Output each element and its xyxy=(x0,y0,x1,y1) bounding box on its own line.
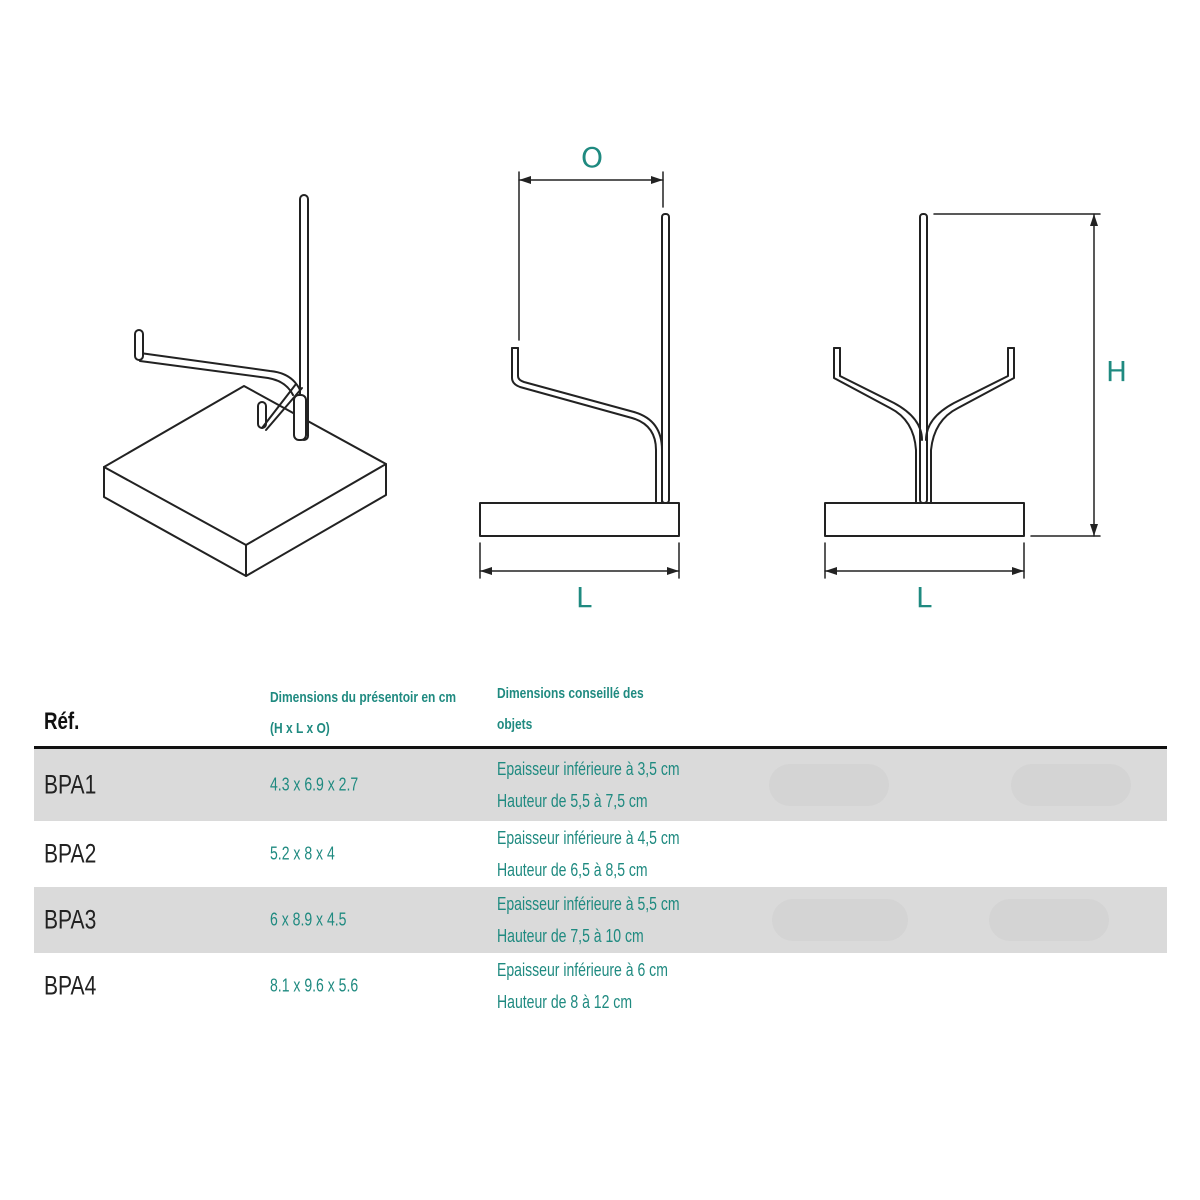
cell-ref: BPA1 xyxy=(44,769,97,800)
front-view xyxy=(824,213,1101,579)
cell-objects: Epaisseur inférieure à 3,5 cm Hauteur de… xyxy=(497,753,680,817)
cell-ref: BPA3 xyxy=(44,904,97,935)
dimensions-table: Réf. Dimensions du présentoir en cm (H x… xyxy=(34,672,1167,1019)
product-diagram: O L L H xyxy=(103,141,1128,614)
cell-objects: Epaisseur inférieure à 6 cm Hauteur de 8… xyxy=(497,954,668,1018)
cell-dimensions: 6 x 8.9 x 4.5 xyxy=(270,909,347,930)
cell-ref: BPA4 xyxy=(44,970,97,1001)
cell-height: Hauteur de 6,5 à 8,5 cm xyxy=(497,860,648,880)
blurred-region xyxy=(769,764,889,806)
side-view xyxy=(479,171,680,579)
cell-objects: Epaisseur inférieure à 4,5 cm Hauteur de… xyxy=(497,822,680,886)
technical-drawing xyxy=(103,171,1101,579)
cell-thickness: Epaisseur inférieure à 6 cm xyxy=(497,960,668,980)
header-ref: Réf. xyxy=(44,708,80,735)
header-objects-line2: objets xyxy=(497,716,533,733)
cell-height: Hauteur de 8 à 12 cm xyxy=(497,992,633,1012)
cell-dimensions: 4.3 x 6.9 x 2.7 xyxy=(270,774,359,795)
cell-height: Hauteur de 7,5 à 10 cm xyxy=(497,926,644,946)
header-objects: Dimensions conseillé des objets xyxy=(497,678,644,740)
height-label: H xyxy=(1106,355,1128,388)
table-row: BPA1 4.3 x 6.9 x 2.7 Epaisseur inférieur… xyxy=(34,749,1167,821)
table-row: BPA3 6 x 8.9 x 4.5 Epaisseur inférieure … xyxy=(34,887,1167,953)
cell-height: Hauteur de 5,5 à 7,5 cm xyxy=(497,791,648,811)
header-dimensions-line2: (H x L x O) xyxy=(270,720,330,737)
header-dimensions-line1: Dimensions du présentoir en cm xyxy=(270,689,457,706)
front-length-label: L xyxy=(916,581,932,614)
blurred-region xyxy=(989,899,1109,941)
cell-thickness: Epaisseur inférieure à 3,5 cm xyxy=(497,759,680,779)
table-row: BPA4 8.1 x 9.6 x 5.6 Epaisseur inférieur… xyxy=(34,953,1167,1019)
header-objects-line1: Dimensions conseillé des xyxy=(497,685,644,702)
cell-ref: BPA2 xyxy=(44,838,97,869)
isometric-view xyxy=(103,194,387,577)
blurred-region xyxy=(1011,764,1131,806)
cell-thickness: Epaisseur inférieure à 5,5 cm xyxy=(497,894,680,914)
cell-objects: Epaisseur inférieure à 5,5 cm Hauteur de… xyxy=(497,888,680,952)
table-row: BPA2 5.2 x 8 x 4 Epaisseur inférieure à … xyxy=(34,821,1167,887)
table-header: Réf. Dimensions du présentoir en cm (H x… xyxy=(34,672,1167,749)
blurred-region xyxy=(772,899,908,941)
cell-dimensions: 5.2 x 8 x 4 xyxy=(270,843,335,864)
header-dimensions: Dimensions du présentoir en cm (H x L x … xyxy=(270,682,456,744)
side-length-label: L xyxy=(576,581,592,614)
offset-label: O xyxy=(581,141,604,174)
cell-thickness: Epaisseur inférieure à 4,5 cm xyxy=(497,828,680,848)
cell-dimensions: 8.1 x 9.6 x 5.6 xyxy=(270,975,359,996)
